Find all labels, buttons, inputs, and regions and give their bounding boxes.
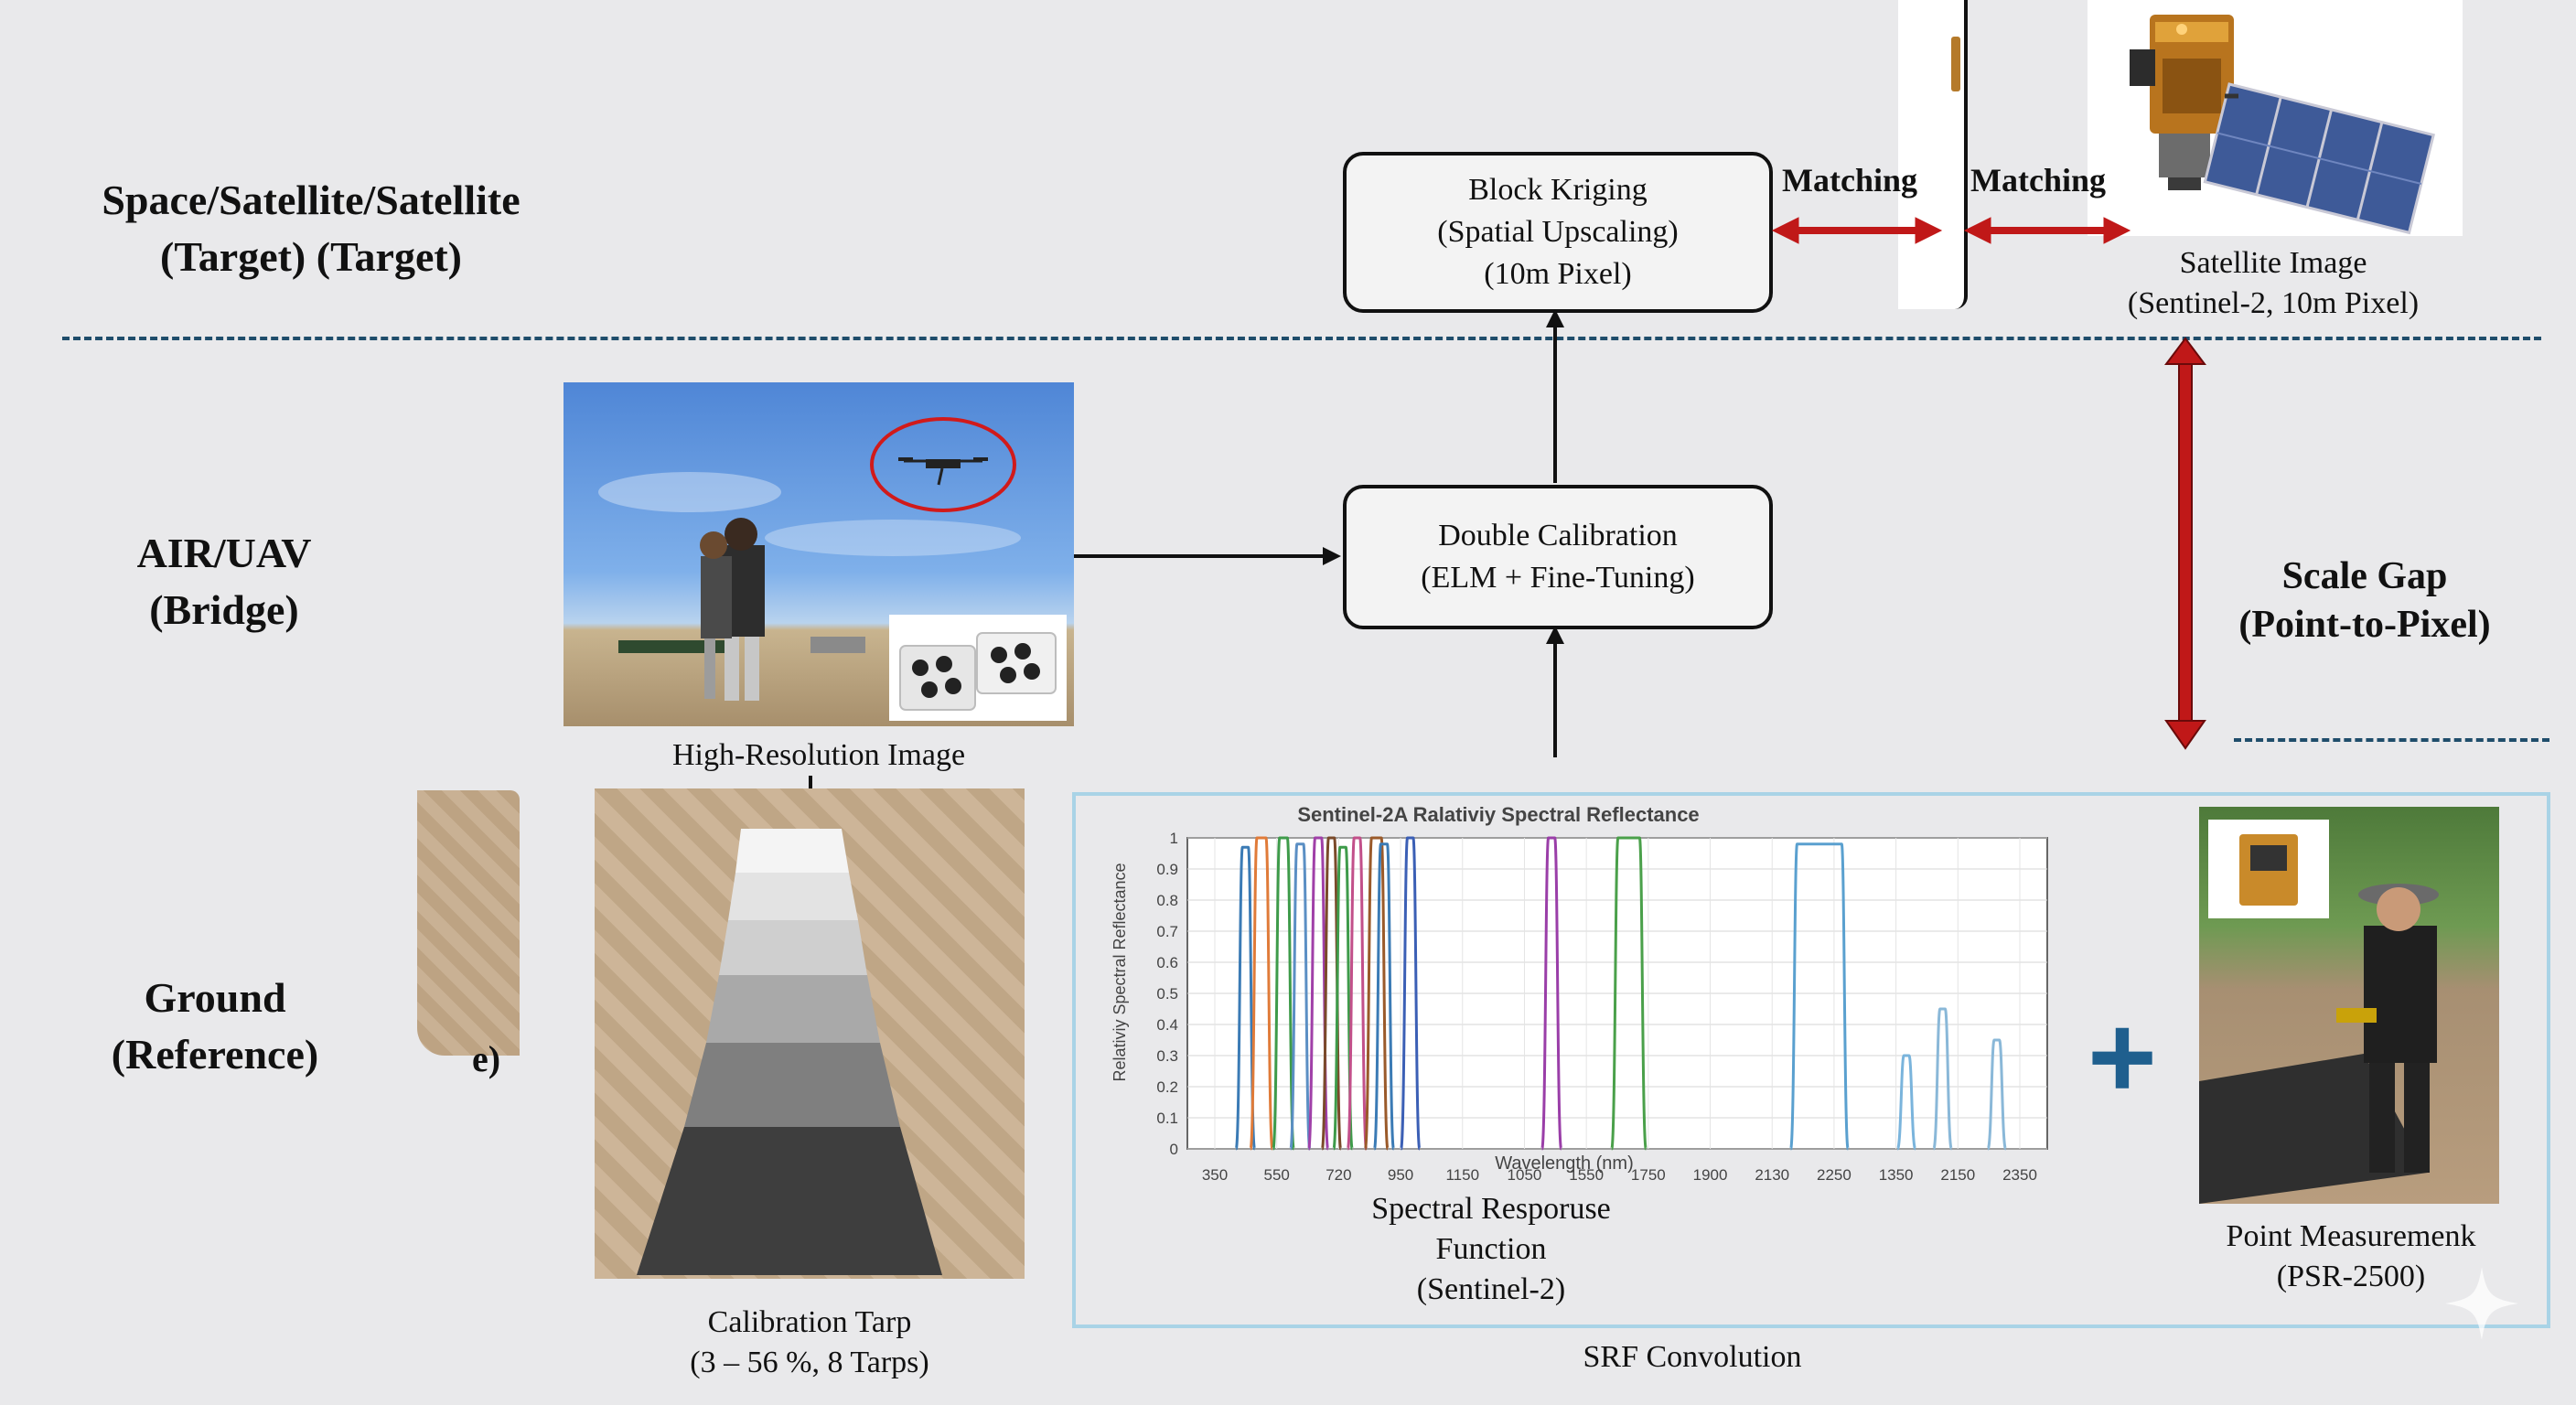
- uav-caption: High-Resolution Image: [564, 735, 1074, 776]
- tarp-caption: Calibration Tarp (3 – 56 %, 8 Tarps): [595, 1303, 1025, 1383]
- chart-x-tick: 1900: [1693, 1166, 1728, 1184]
- ground-photo-fragment: [417, 790, 520, 1056]
- chart-y-tick: 0: [1170, 1141, 1178, 1158]
- arrowhead-srf-up: [1546, 626, 1564, 644]
- chart-x-tick: 550: [1264, 1166, 1290, 1184]
- chart-x-tick: 2150: [1940, 1166, 1975, 1184]
- point-measurement-photo: [2199, 807, 2499, 1204]
- chart-y-tick: 0.7: [1156, 923, 1178, 940]
- chart-x-tick: 950: [1388, 1166, 1413, 1184]
- scale-gap-arrow: [2166, 338, 2205, 748]
- srf-caption-line3: (Sentinel-2): [1281, 1270, 1701, 1310]
- chart-y-tick: 0.2: [1156, 1078, 1178, 1096]
- chart-x-tick: 1050: [1508, 1166, 1542, 1184]
- chart-x-tick: 1350: [1879, 1166, 1914, 1184]
- chart-y-tick: 0.8: [1156, 892, 1178, 909]
- srf-caption-line2: Function: [1281, 1229, 1701, 1270]
- tarp-photo: [595, 788, 1025, 1279]
- chart-x-tick: 2350: [2002, 1166, 2037, 1184]
- arrowhead-to-calibration: [1323, 547, 1341, 565]
- chart-y-tick: 0.5: [1156, 985, 1178, 1003]
- matching-arrow-left: [1773, 218, 1941, 243]
- chart-ylabel: Relativiy Spectral Reflectance: [1111, 863, 1129, 1081]
- srf-caption: Spectral Resporuse Function (Sentinel-2): [1281, 1189, 1701, 1311]
- tarp-caption-line1: Calibration Tarp: [595, 1303, 1025, 1343]
- point-caption-line1: Point Measuremenk: [2177, 1217, 2525, 1257]
- chart-x-tick: 1550: [1569, 1166, 1604, 1184]
- plus-symbol: +: [2088, 997, 2157, 1116]
- chart-y-tick: 0.9: [1156, 861, 1178, 878]
- uav-photo: [564, 382, 1074, 726]
- srf-chart: Sentinel-2A Ralativiy Spectral Reflectan…: [1089, 794, 2077, 1187]
- arrowhead-to-kriging: [1546, 309, 1564, 327]
- chart-x-tick: 1150: [1445, 1166, 1479, 1184]
- fragment-text: e): [472, 1037, 500, 1080]
- tarp-caption-line2: (3 – 56 %, 8 Tarps): [595, 1343, 1025, 1383]
- sparkle-icon: [2441, 1262, 2523, 1345]
- chart-title: Sentinel-2A Ralativiy Spectral Reflectan…: [1297, 803, 1699, 826]
- srf-caption-line1: Spectral Resporuse: [1281, 1189, 1701, 1229]
- chart-x-tick: 720: [1326, 1166, 1351, 1184]
- chart-y-tick: 0.4: [1156, 1016, 1178, 1034]
- chart-x-tick: 350: [1202, 1166, 1228, 1184]
- chart-x-tick: 1750: [1631, 1166, 1666, 1184]
- srf-group-caption: SRF Convolution: [1464, 1337, 1921, 1378]
- chart-y-tick: 0.3: [1156, 1047, 1178, 1065]
- chart-x-tick: 2250: [1817, 1166, 1852, 1184]
- chart-y-tick: 0.6: [1156, 954, 1178, 971]
- chart-y-tick: 0.1: [1156, 1110, 1178, 1127]
- chart-y-tick: 1: [1170, 830, 1178, 847]
- chart-x-tick: 2130: [1755, 1166, 1789, 1184]
- matching-arrow-right: [1965, 218, 2130, 243]
